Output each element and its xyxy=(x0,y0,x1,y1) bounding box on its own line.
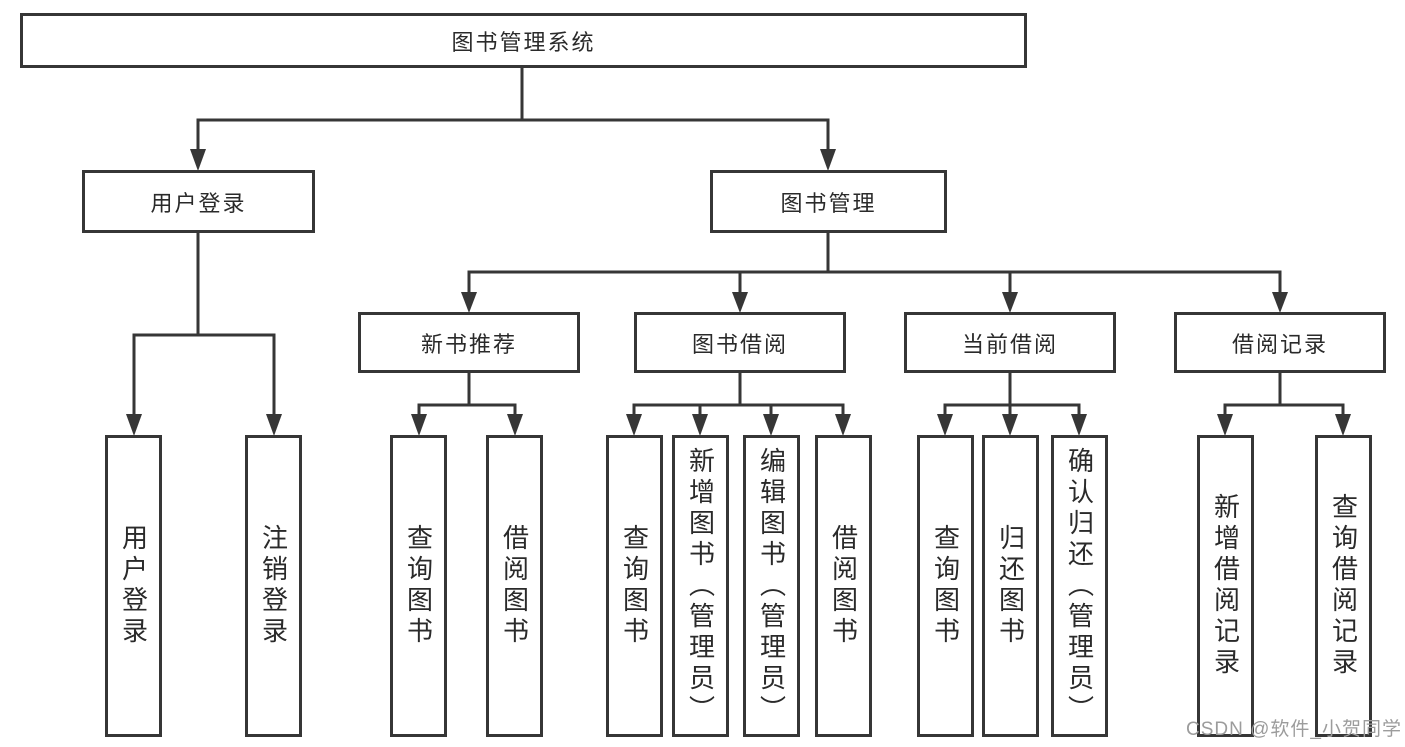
node-user-login-label: 用户登录 xyxy=(150,190,247,216)
node-book-borrow: 图书借阅 xyxy=(634,312,846,373)
leaf-add-books-admin-label: 新增图书（管理员） xyxy=(685,446,716,726)
node-user-login: 用户登录 xyxy=(82,170,315,233)
leaf-recommend-query-books-label: 查询图书 xyxy=(403,524,434,648)
arrowhead-icon xyxy=(1071,414,1087,436)
arrowhead-icon xyxy=(835,414,851,436)
node-current-borrow: 当前借阅 xyxy=(904,312,1116,373)
leaf-query-borrow-record: 查询借阅记录 xyxy=(1315,435,1372,737)
leaf-borrow-query-books-label: 查询图书 xyxy=(619,524,650,648)
leaf-return-books-label: 归还图书 xyxy=(995,524,1026,648)
leaf-add-books-admin: 新增图书（管理员） xyxy=(672,435,729,737)
arrowhead-group xyxy=(126,149,1351,436)
arrowhead-icon xyxy=(732,292,748,313)
arrowhead-icon xyxy=(190,149,206,171)
leaf-recommend-query-books: 查询图书 xyxy=(390,435,447,737)
leaf-add-borrow-record: 新增借阅记录 xyxy=(1197,435,1254,737)
node-borrow-records: 借阅记录 xyxy=(1174,312,1386,373)
arrowhead-icon xyxy=(1002,414,1018,436)
leaf-recommend-borrow-books-label: 借阅图书 xyxy=(499,524,530,648)
watermark: CSDN @软件_小贺同学 xyxy=(1186,719,1402,740)
leaf-borrow-books-label: 借阅图书 xyxy=(828,524,859,648)
leaf-return-books: 归还图书 xyxy=(982,435,1039,737)
arrowhead-icon xyxy=(507,414,523,436)
node-current-borrow-label: 当前借阅 xyxy=(961,331,1058,357)
arrowhead-icon xyxy=(1335,414,1351,436)
leaf-user-login: 用户登录 xyxy=(105,435,162,737)
leaf-recommend-borrow-books: 借阅图书 xyxy=(486,435,543,737)
node-book-management-label: 图书管理 xyxy=(780,190,877,216)
node-new-book-recommend-label: 新书推荐 xyxy=(420,331,517,357)
node-root: 图书管理系统 xyxy=(20,13,1027,68)
leaf-logout-label: 注销登录 xyxy=(258,524,289,648)
leaf-add-borrow-record-label: 新增借阅记录 xyxy=(1210,493,1241,679)
node-new-book-recommend: 新书推荐 xyxy=(358,312,580,373)
arrowhead-icon xyxy=(461,292,477,313)
arrowhead-icon xyxy=(763,414,779,436)
arrowhead-icon xyxy=(1217,414,1233,436)
arrowhead-icon xyxy=(1272,292,1288,313)
leaf-logout: 注销登录 xyxy=(245,435,302,737)
arrowhead-icon xyxy=(126,414,142,436)
leaf-edit-books-admin-label: 编辑图书（管理员） xyxy=(756,446,787,726)
arrowhead-icon xyxy=(411,414,427,436)
node-book-management: 图书管理 xyxy=(710,170,947,233)
leaf-edit-books-admin: 编辑图书（管理员） xyxy=(743,435,800,737)
node-borrow-records-label: 借阅记录 xyxy=(1231,331,1328,357)
leaf-current-query-books-label: 查询图书 xyxy=(930,524,961,648)
leaf-borrow-query-books: 查询图书 xyxy=(606,435,663,737)
node-root-label: 图书管理系统 xyxy=(451,29,596,55)
arrowhead-icon xyxy=(1002,292,1018,313)
arrowhead-icon xyxy=(626,414,642,436)
leaf-current-query-books: 查询图书 xyxy=(917,435,974,737)
arrowhead-icon xyxy=(266,414,282,436)
leaf-confirm-return-admin-label: 确认归还（管理员） xyxy=(1064,446,1095,726)
arrowhead-icon xyxy=(692,414,708,436)
arrowhead-icon xyxy=(820,149,836,171)
arrowhead-icon xyxy=(937,414,953,436)
leaf-confirm-return-admin: 确认归还（管理员） xyxy=(1051,435,1108,737)
node-book-borrow-label: 图书借阅 xyxy=(691,331,788,357)
leaf-user-login-label: 用户登录 xyxy=(118,524,149,648)
leaf-borrow-books: 借阅图书 xyxy=(815,435,872,737)
leaf-query-borrow-record-label: 查询借阅记录 xyxy=(1328,493,1359,679)
